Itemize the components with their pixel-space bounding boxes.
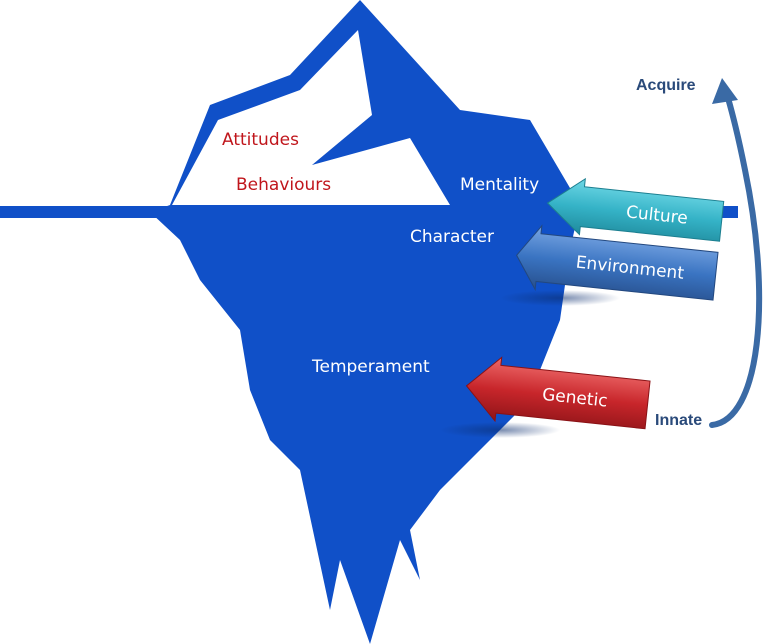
- innate-label: Innate: [655, 412, 702, 429]
- genetic-arrow-shadow: [440, 422, 560, 438]
- environment-arrow-shadow: [500, 290, 620, 306]
- attitudes-label: Attitudes: [222, 130, 299, 150]
- environment-arrow: Environment: [516, 224, 719, 301]
- character-label: Character: [410, 227, 494, 247]
- iceberg-tip: [172, 30, 450, 205]
- mentality-label: Mentality: [460, 175, 539, 195]
- curve-arrowhead-icon: [712, 78, 738, 104]
- innate-to-acquire-curve: [709, 95, 763, 428]
- genetic-arrow: Genetic: [465, 356, 651, 430]
- water-line-left: [0, 206, 170, 218]
- temperament-label: Temperament: [311, 357, 430, 377]
- behaviours-label: Behaviours: [236, 175, 331, 195]
- acquire-label: Acquire: [636, 77, 696, 94]
- culture-arrow: Culture: [546, 177, 725, 242]
